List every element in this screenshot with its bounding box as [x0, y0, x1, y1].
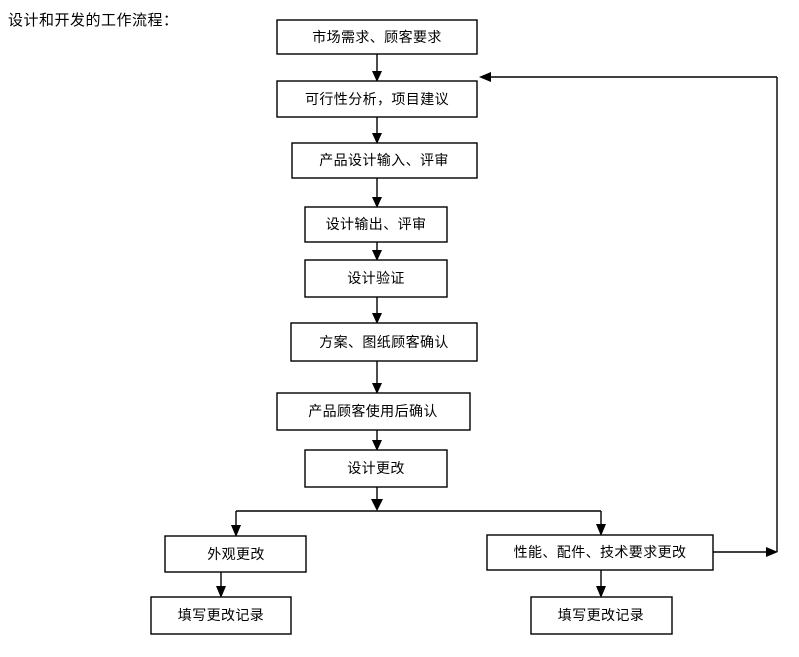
node-performance-spec-change[interactable]: 性能、配件、技术要求更改 [486, 534, 714, 571]
node-label-change-record-left: 填写更改记录 [178, 608, 264, 624]
edge-feedback-loop-to-feasibility [479, 72, 778, 557]
node-label-plan-drawing-customer-confirm: 方案、图纸顾客确认 [319, 334, 449, 351]
node-label-appearance-change: 外观更改 [207, 547, 265, 563]
node-label-performance-spec-change: 性能、配件、技术要求更改 [514, 545, 687, 561]
node-design-output-review[interactable]: 设计输出、评审 [304, 206, 448, 243]
node-label-post-use-confirm: 产品顾客使用后确认 [308, 403, 438, 420]
edge-layer [216, 54, 778, 598]
node-change-record-right[interactable]: 填写更改记录 [530, 596, 673, 635]
node-label-feasibility-analysis: 可行性分析，项目建议 [305, 92, 449, 108]
node-label-change-record-right: 填写更改记录 [558, 608, 644, 624]
node-label-market-demand: 市场需求、顾客要求 [312, 29, 442, 46]
edge-design-change-to-split [371, 487, 383, 511]
edge-design-input-to-design-output [372, 178, 382, 208]
node-layer: 市场需求、顾客要求 可行性分析，项目建议 产品设计输入、评审 设计输出、评审 设… [150, 19, 714, 635]
node-label-design-output-review: 设计输出、评审 [326, 217, 427, 233]
edge-post-use-confirm-to-design-change [372, 430, 382, 451]
edge-split-to-appearance-change [231, 511, 241, 537]
edge-feasibility-to-design-input [372, 117, 382, 144]
node-design-change[interactable]: 设计更改 [304, 449, 448, 488]
edge-performance-change-to-record [596, 570, 606, 598]
edge-split-to-performance-change [596, 511, 606, 536]
node-change-record-left[interactable]: 填写更改记录 [150, 596, 292, 635]
node-market-demand[interactable]: 市场需求、顾客要求 [276, 19, 478, 55]
node-label-product-design-input: 产品设计输入、评审 [319, 153, 449, 169]
edge-appearance-change-to-record [216, 572, 226, 598]
node-plan-drawing-customer-confirm[interactable]: 方案、图纸顾客确认 [290, 322, 478, 362]
page-title: 设计和开发的工作流程： [8, 11, 179, 29]
node-product-design-input[interactable]: 产品设计输入、评审 [291, 142, 478, 179]
node-design-verification[interactable]: 设计验证 [304, 259, 448, 298]
node-label-design-verification: 设计验证 [347, 271, 405, 287]
edge-design-output-to-verification [372, 242, 382, 261]
node-appearance-change[interactable]: 外观更改 [164, 535, 307, 573]
edge-customer-confirm-to-post-use-confirm [372, 361, 382, 394]
node-label-design-change: 设计更改 [347, 461, 405, 477]
edge-market-to-feasibility [372, 54, 382, 82]
node-feasibility-analysis[interactable]: 可行性分析，项目建议 [276, 80, 478, 118]
edge-verification-to-customer-confirm [372, 297, 382, 324]
node-post-use-confirm[interactable]: 产品顾客使用后确认 [276, 392, 471, 431]
